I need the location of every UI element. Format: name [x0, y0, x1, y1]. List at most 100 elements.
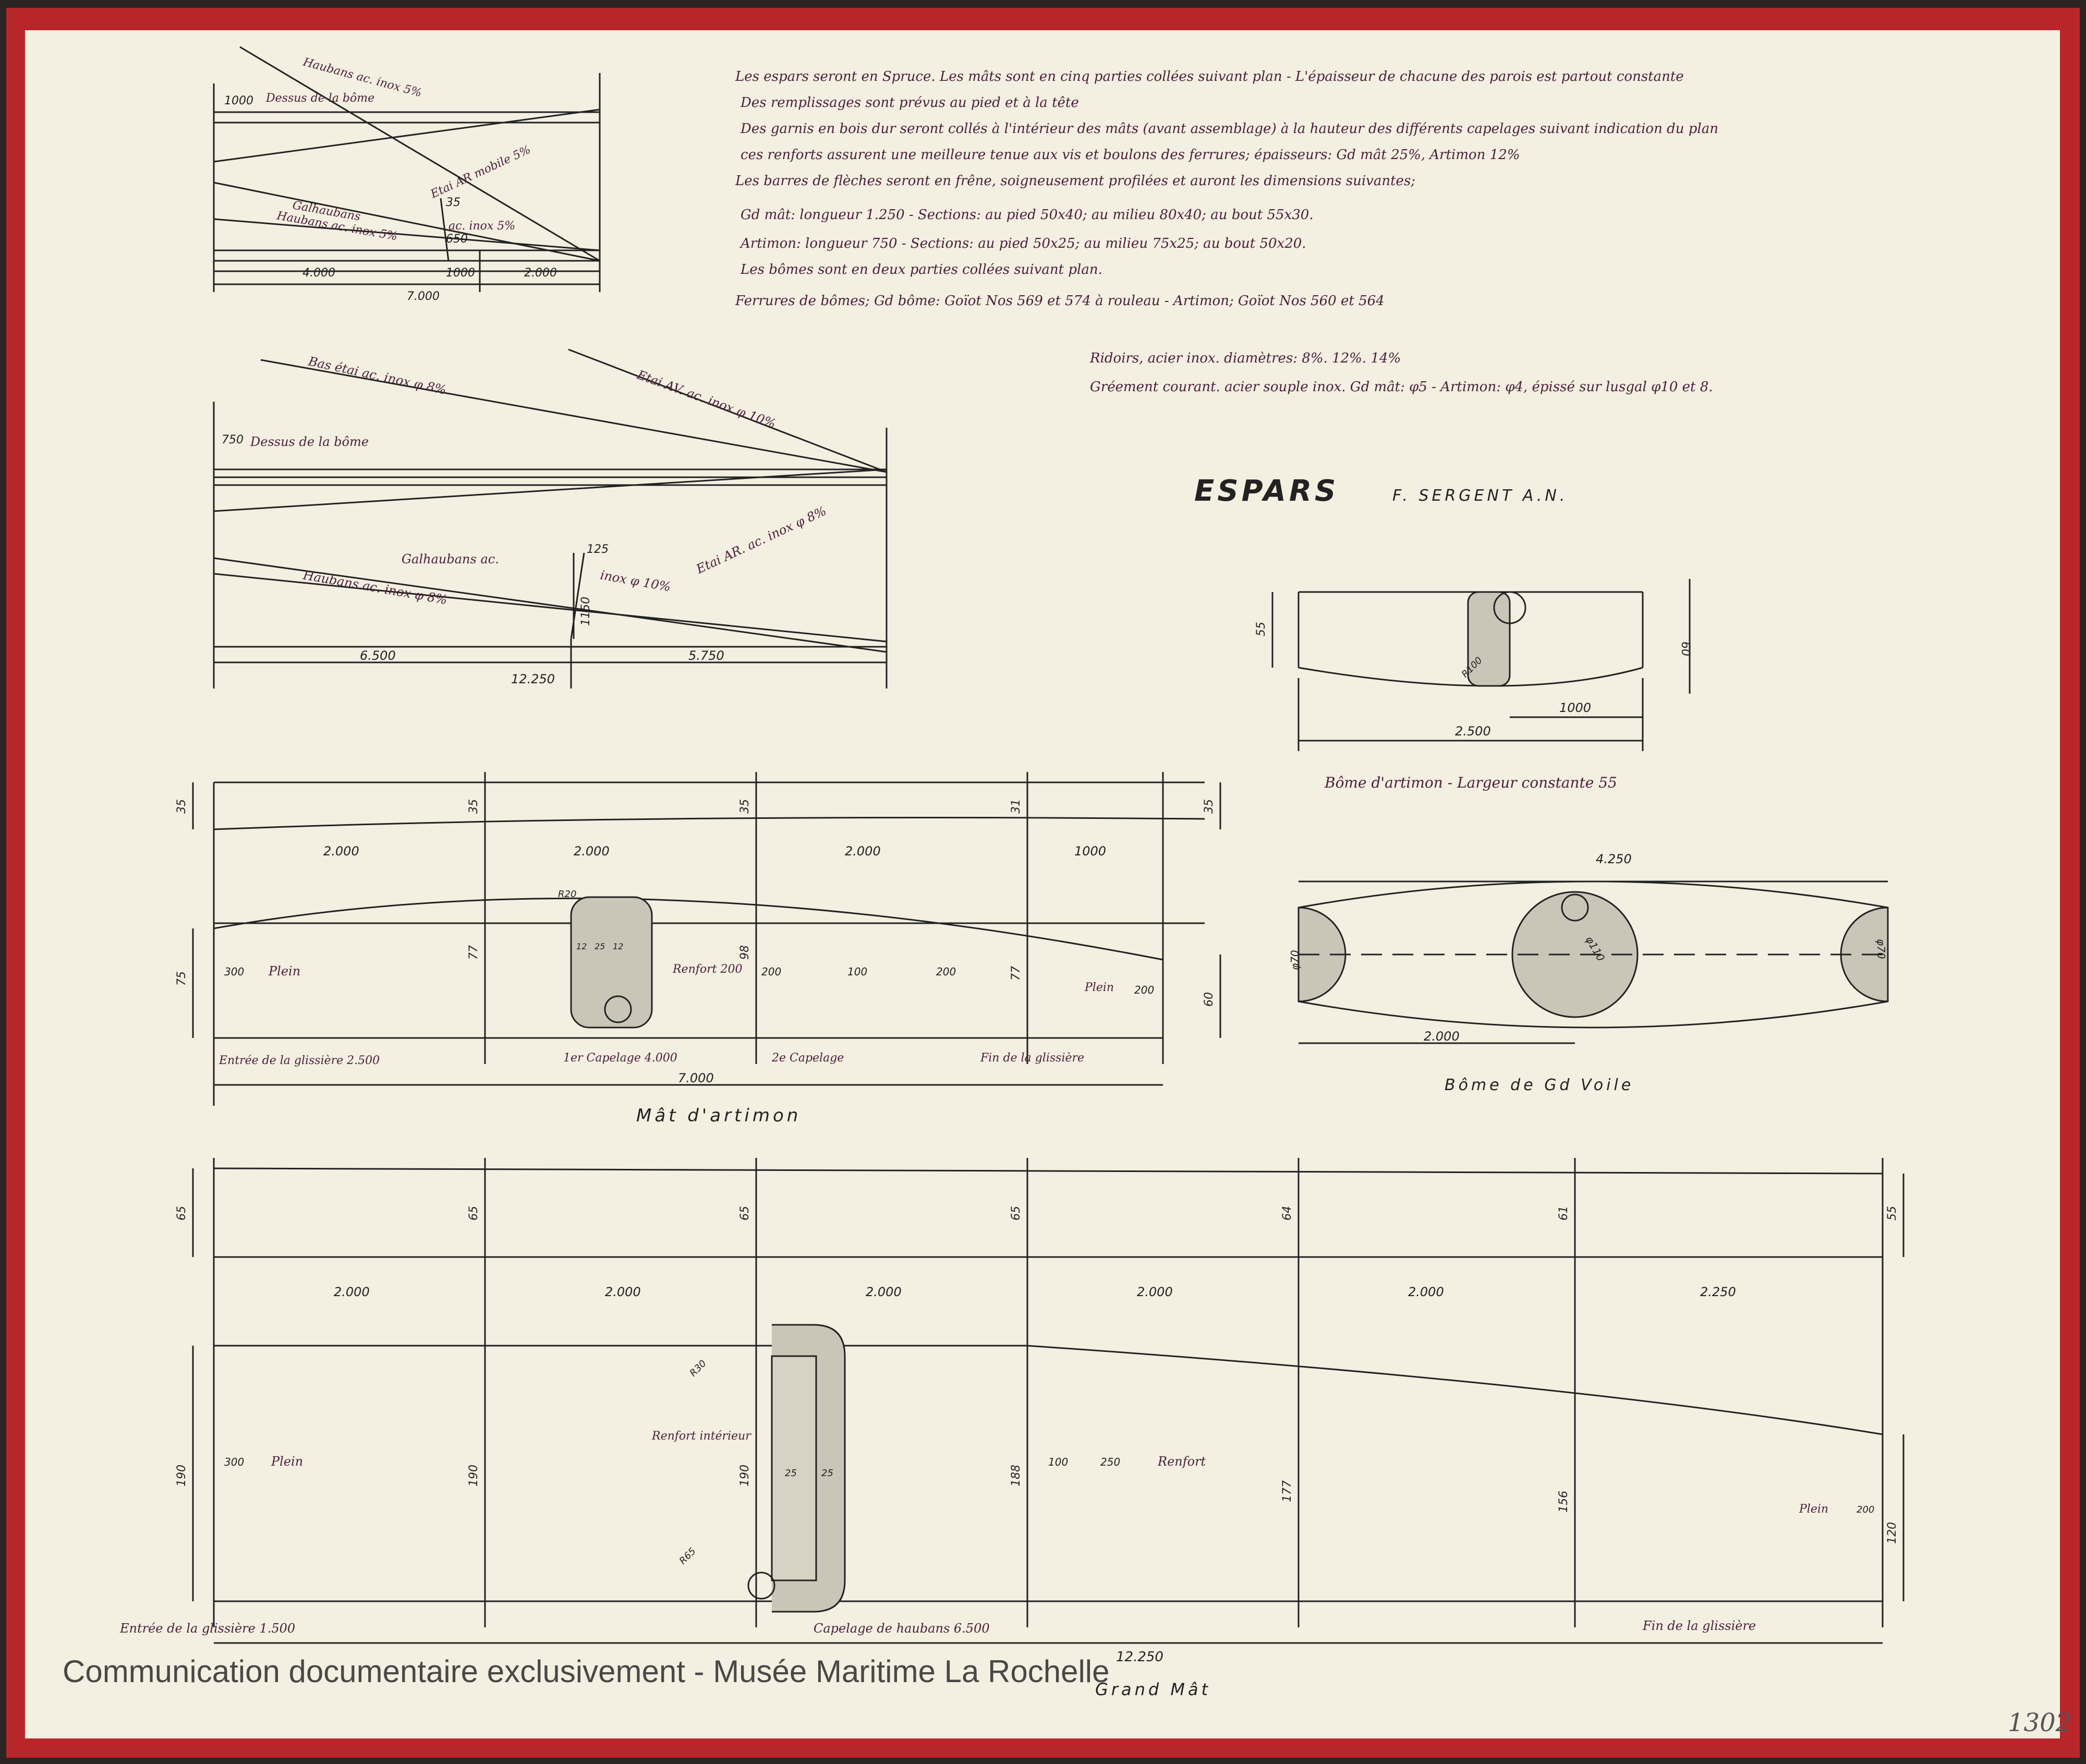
dimension: 2.250 [1700, 1285, 1736, 1299]
dimension: 2.000 [574, 844, 610, 859]
note-line: Gd mât: longueur 1.250 - Sections: au pi… [741, 207, 1314, 223]
dimension: 61 [1557, 1206, 1570, 1221]
dimension: 156 [1557, 1491, 1570, 1513]
dimension: φ70 [1875, 939, 1887, 959]
note-line: Des remplissages sont prévus au pied et … [740, 95, 1079, 111]
dimension: 65 [175, 1206, 188, 1221]
section-label: Renfort [1157, 1454, 1206, 1469]
dimension: 2.000 [866, 1285, 902, 1299]
station-label: 2e Capelage [771, 1052, 844, 1065]
dimension: 65 [1010, 1206, 1023, 1221]
dimension: 7.000 [407, 290, 440, 303]
drawing-paper [25, 30, 2060, 1738]
dimension: 35 [446, 196, 460, 209]
dimension: 200 [1134, 984, 1154, 996]
mizzen-mast-drawing [192, 772, 1221, 1106]
plan-title: ESPARS [1194, 474, 1339, 508]
dimension: 2.000 [605, 1285, 641, 1299]
main-boom-labels: 4.250 2.000 φ70 φ110 φ70 Bôme de Gd Voil… [1289, 852, 1887, 1094]
sheet-number: 1302 [2008, 1708, 2072, 1737]
dimension: 55 [1886, 1206, 1899, 1221]
dimension: 4.000 [302, 267, 335, 280]
rigging-diagram-main [213, 348, 888, 688]
mizzen-boom-caption: Bôme d'artimon - Largeur constante 55 [1324, 774, 1617, 791]
section-label: Plein [271, 1454, 303, 1469]
dimension: R20 [558, 889, 576, 900]
dimension: 190 [175, 1465, 188, 1487]
main-boom-drawing [1297, 880, 1889, 1044]
main-mast-caption: Grand Mât [1095, 1680, 1211, 1699]
dimension: 35 [738, 799, 751, 814]
rigging-label: Galhaubans ac. [402, 552, 499, 566]
dimension: 650 [446, 233, 468, 246]
dimension: 12 [613, 941, 623, 951]
dimension: 2.000 [524, 267, 557, 280]
dimension: 250 [1100, 1456, 1120, 1468]
dimension: 190 [467, 1465, 480, 1487]
dimension: 5.750 [688, 648, 724, 663]
dimension: 200 [761, 965, 781, 978]
dimension: 1000 [1074, 844, 1106, 859]
section-label: Plein [1084, 981, 1114, 994]
station-label: Fin de la glissière [1642, 1618, 1756, 1633]
note-line: Des garnis en bois dur seront collés à l… [740, 121, 1718, 137]
dimension: 300 [224, 965, 244, 978]
dimension: 77 [1010, 966, 1023, 981]
station-label: Fin de la glissière [980, 1052, 1084, 1065]
section-label: Renfort 200 [672, 963, 742, 976]
dimension: 64 [1281, 1206, 1294, 1221]
rigging-label: Dessus de la bôme [265, 92, 374, 105]
dimension: 750 [222, 433, 244, 446]
dimension: 2.000 [323, 844, 359, 859]
dimension: 25 [595, 941, 605, 951]
main-mast-drawing [192, 1158, 1905, 1644]
rigging-diagram-mizzen [213, 46, 601, 292]
dimension: 77 [467, 945, 480, 960]
rigging-label: ac. inox 5% [448, 220, 515, 233]
section-label: Renfort intérieur [651, 1430, 751, 1443]
dimension: 120 [1886, 1522, 1899, 1544]
dimension: 2.000 [1137, 1285, 1173, 1299]
dimension: 188 [1010, 1465, 1023, 1487]
station-label: 1er Capelage 4.000 [563, 1052, 677, 1065]
dimension: 25 [821, 1468, 833, 1479]
rigging-note: Gréement courant. acier souple inox. Gd … [1090, 379, 1713, 395]
dimension: 25 [785, 1468, 797, 1479]
dimension: φ70 [1289, 950, 1301, 970]
dimension: 60 [1679, 642, 1692, 656]
station-label: Entrée de la glissière 2.500 [219, 1054, 380, 1067]
mizzen-mast-caption: Mât d'artimon [636, 1105, 801, 1126]
dimension: 4.250 [1596, 852, 1632, 866]
dimension: 2.500 [1455, 724, 1491, 739]
dimension: 55 [1255, 622, 1268, 636]
note-line: Les barres de flèches seront en frêne, s… [735, 173, 1415, 189]
archive-watermark: Communication documentaire exclusivement… [63, 1654, 1110, 1689]
dimension: 2.000 [1408, 1285, 1444, 1299]
dimension: 1000 [1559, 700, 1591, 715]
dimension: 125 [587, 543, 609, 556]
mizzen-boom-labels: 55 60 1000 2.500 R100 Bôme d'artimon - L… [1255, 622, 1692, 791]
dimension: 1000 [224, 94, 253, 107]
dimension: 31 [1010, 799, 1023, 814]
dimension: 75 [175, 971, 188, 986]
dimension: 177 [1281, 1480, 1294, 1502]
dimension: 65 [738, 1206, 751, 1221]
dimension: 200 [936, 965, 956, 978]
dimension: 1000 [446, 267, 475, 280]
note-line: Les espars seront en Spruce. Les mâts so… [735, 69, 1684, 84]
dimension: 12 [576, 941, 587, 951]
dimension: 35 [175, 799, 188, 814]
dimension: 2.000 [334, 1285, 370, 1299]
station-label: Entrée de la glissière 1.500 [119, 1621, 295, 1636]
dimension: 7.000 [678, 1071, 714, 1085]
dimension: 300 [224, 1456, 244, 1468]
rigging-label: Dessus de la bôme [250, 434, 369, 449]
spec-notes: Les espars seront en Spruce. Les mâts so… [735, 69, 1718, 395]
station-label: Capelage de haubans 6.500 [814, 1621, 990, 1636]
rigging-note: Ridoirs, acier inox. diamètres: 8%. 12%.… [1089, 351, 1401, 366]
dimension: 1150 [579, 597, 592, 626]
plan-author: F. SERGENT A.N. [1392, 487, 1568, 505]
dimension: 12.250 [511, 672, 555, 686]
dimension: 100 [847, 965, 867, 978]
